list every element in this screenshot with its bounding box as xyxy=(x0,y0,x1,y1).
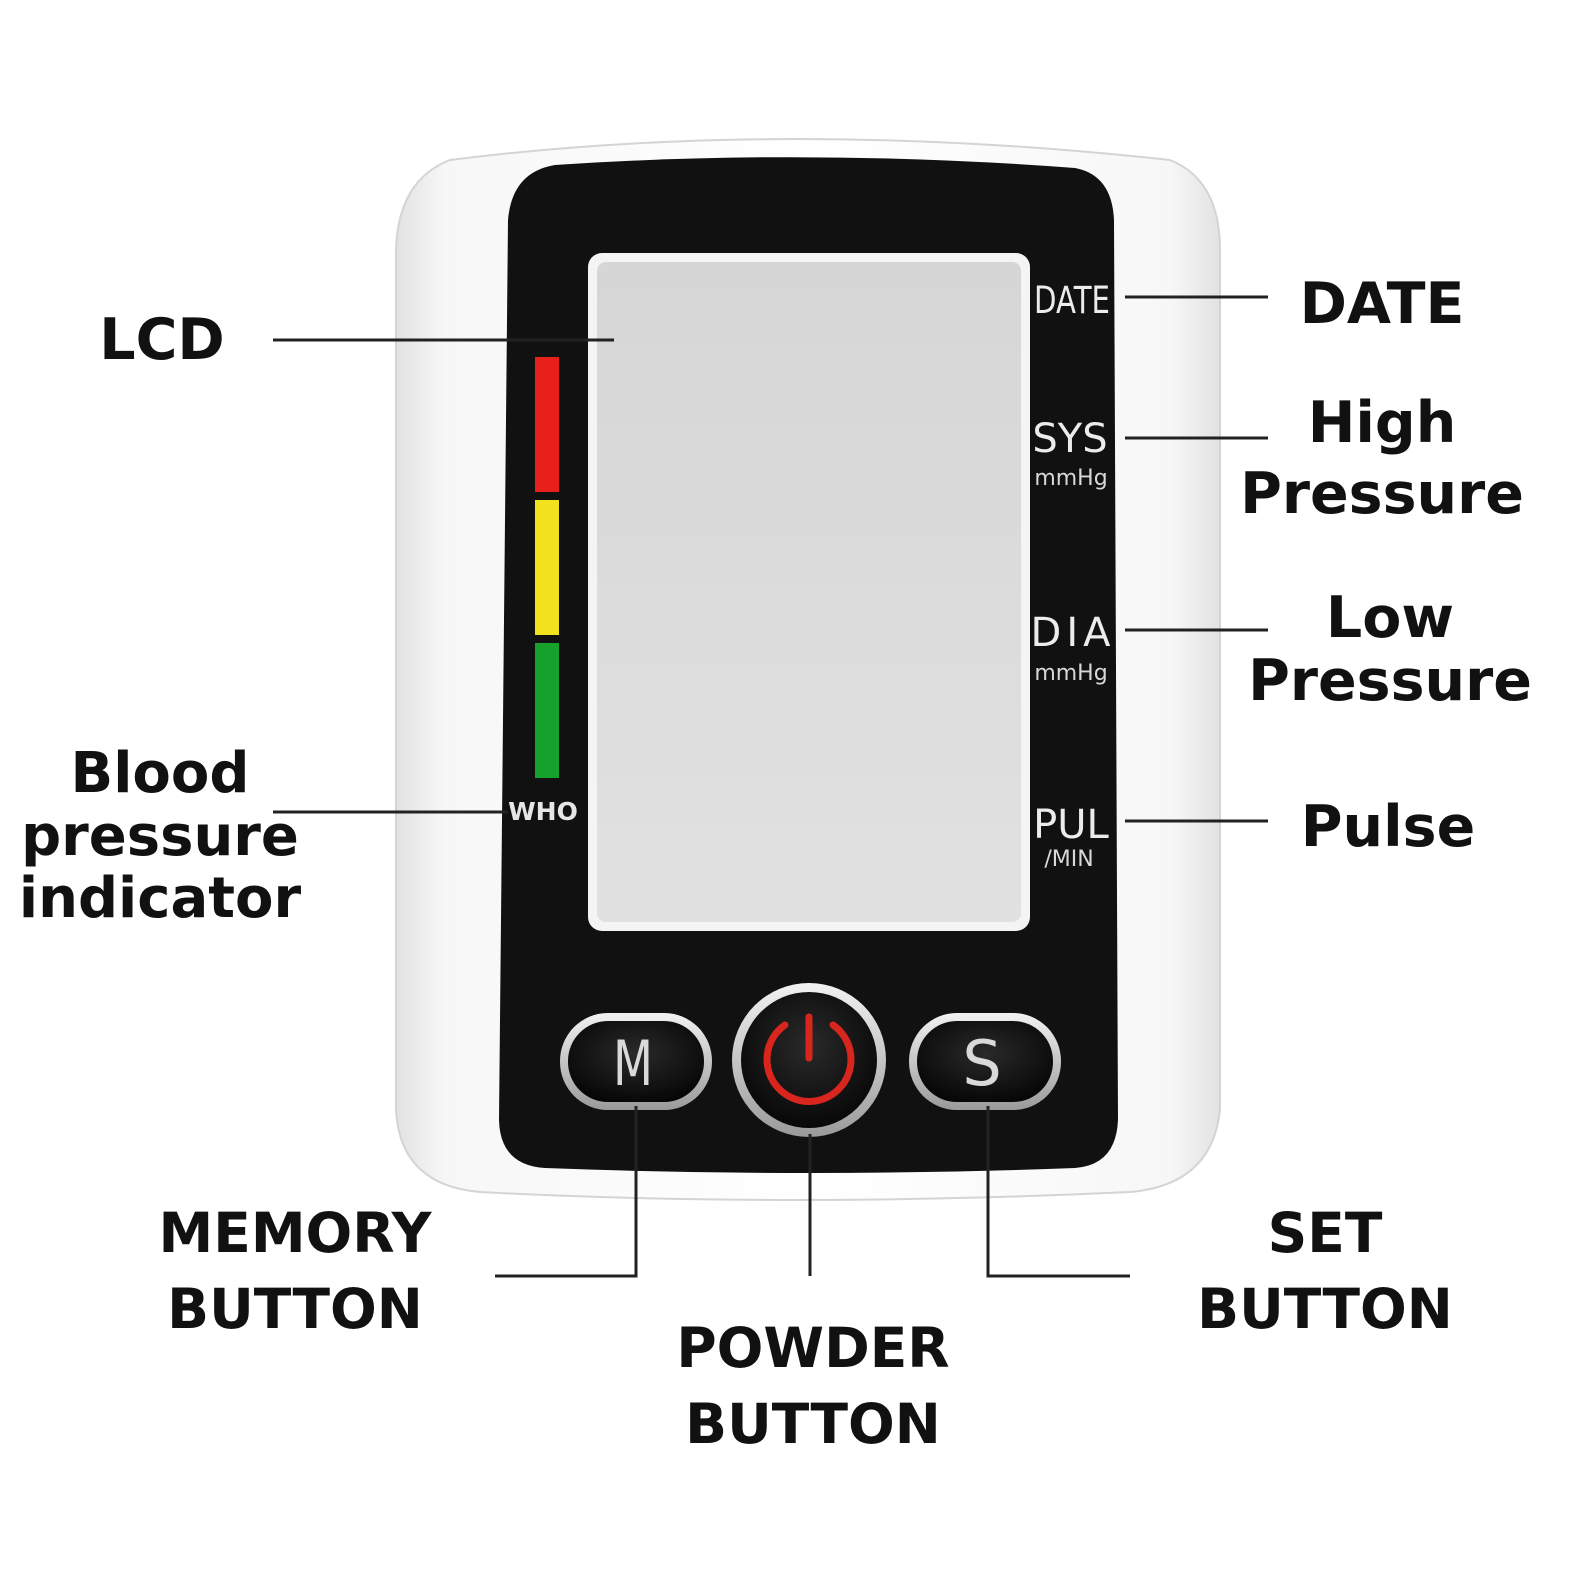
panel-dia-unit: mmHg xyxy=(1034,661,1107,686)
indicator-yellow-segment xyxy=(535,500,559,635)
set-button[interactable]: S xyxy=(909,1013,1061,1110)
memory-button-label: M xyxy=(613,1027,653,1100)
who-label: WHO xyxy=(508,797,578,826)
callout-lcd: LCD xyxy=(99,307,225,373)
power-icon xyxy=(763,1013,855,1105)
callout-high-pressure: High Pressure xyxy=(1240,390,1524,528)
panel-sys-label: SYS xyxy=(1032,416,1107,462)
leader-line-memory xyxy=(495,1106,638,1278)
panel-dia-label: DIA xyxy=(1031,610,1116,656)
set-button-label: S xyxy=(962,1027,1001,1100)
callout-indicator: Blood pressure indicator xyxy=(18,741,302,932)
callout-date: DATE xyxy=(1299,271,1465,337)
callout-low-pressure: Low Pressure xyxy=(1248,585,1532,714)
power-button[interactable] xyxy=(732,983,886,1137)
indicator-red-segment xyxy=(535,357,559,492)
leader-line-set xyxy=(986,1106,1130,1278)
indicator-green-segment xyxy=(535,643,559,778)
callout-pulse: Pulse xyxy=(1300,794,1476,860)
panel-pul-unit: /MIN xyxy=(1044,847,1093,872)
lcd-screen xyxy=(597,262,1021,922)
panel-sys-unit: mmHg xyxy=(1034,466,1107,491)
panel-pul-label: PUL xyxy=(1033,802,1109,848)
callout-memory-button: MEMORY BUTTON xyxy=(158,1201,432,1341)
callout-power-button: POWDER BUTTON xyxy=(676,1316,950,1456)
callout-set-button: SET BUTTON xyxy=(1197,1201,1453,1341)
panel-date-label: DATE xyxy=(1034,279,1110,322)
memory-button[interactable]: M xyxy=(560,1013,712,1110)
